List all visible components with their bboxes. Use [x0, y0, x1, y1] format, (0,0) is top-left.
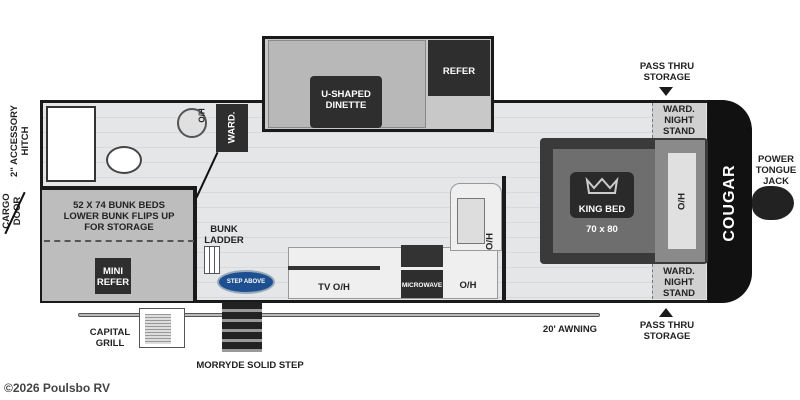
toilet	[106, 146, 142, 174]
kitchen-sink	[457, 198, 485, 244]
awning	[78, 313, 600, 317]
refer-label: REFER	[442, 66, 476, 77]
rear-ward-label: WARD.	[226, 111, 238, 144]
refer-box	[428, 40, 490, 96]
arrow-down-icon	[659, 87, 673, 96]
microwave-box	[401, 270, 443, 298]
bath-oh-label: O/H	[197, 108, 207, 123]
dinette-label: U-SHAPED DINETTE	[321, 89, 371, 111]
dinette-table	[310, 76, 382, 128]
awning-label: 20' AWNING	[542, 324, 598, 335]
pass-thru-top-label: PASS THRU STORAGE	[639, 61, 695, 83]
grill-grate	[145, 314, 171, 344]
kitchen-oh-label: O/H	[459, 280, 477, 291]
bath-sink	[177, 108, 207, 138]
morryde-step-label: MORRYDE SOLID STEP	[196, 360, 304, 371]
bunk-ladder-label: BUNK LADDER	[204, 224, 244, 246]
front-cap	[708, 100, 752, 303]
power-jack-label: POWER TONGUE JACK	[755, 154, 797, 187]
brand-logo: COUGAR	[721, 164, 738, 242]
shower	[46, 106, 96, 182]
bunk-beds-label: 52 X 74 BUNK BEDS LOWER BUNK FLIPS UP FO…	[63, 200, 175, 233]
ward-night-bottom-label: WARD. NIGHT STAND	[662, 266, 696, 299]
king-bed-label: KING BED	[578, 204, 626, 215]
arrow-up-icon	[659, 308, 673, 317]
bed-oh-cabinet	[668, 153, 696, 249]
pass-thru-bottom-label: PASS THRU STORAGE	[639, 320, 695, 342]
tongue-jack	[752, 186, 794, 220]
crown-icon	[585, 176, 619, 196]
microwave-label: MICROWAVE	[401, 282, 443, 289]
nightstand-top	[652, 103, 706, 138]
entry-step[interactable]	[222, 302, 262, 352]
tv-shelf	[288, 266, 380, 270]
bed-size-label: 70 x 80	[586, 224, 618, 235]
mini-refer-label: MINI REFER	[96, 266, 130, 288]
bunk-divider	[44, 240, 194, 242]
nightstand-bottom	[652, 264, 706, 299]
sink-oh-label: O/H	[484, 233, 496, 250]
bunk-ladder[interactable]	[204, 246, 220, 274]
accessory-hitch-label: 2" ACCESSORY HITCH	[9, 105, 31, 177]
ward-night-top-label: WARD. NIGHT STAND	[662, 104, 696, 137]
kitchen-counter	[288, 247, 498, 299]
rear-wardrobe	[216, 104, 248, 152]
partition-wall	[502, 176, 506, 300]
mini-refer-box	[95, 258, 131, 294]
capital-grill-label: CAPITAL GRILL	[89, 327, 131, 349]
tv-oh-label: TV O/H	[318, 282, 350, 293]
stove	[401, 245, 443, 267]
watermark: ©2026 Poulsbo RV	[4, 381, 110, 395]
step-above-logo: STEP ABOVE	[217, 270, 275, 294]
cargo-door-label: CARGO DOOR	[1, 193, 23, 229]
bed-oh-label: O/H	[676, 193, 688, 210]
